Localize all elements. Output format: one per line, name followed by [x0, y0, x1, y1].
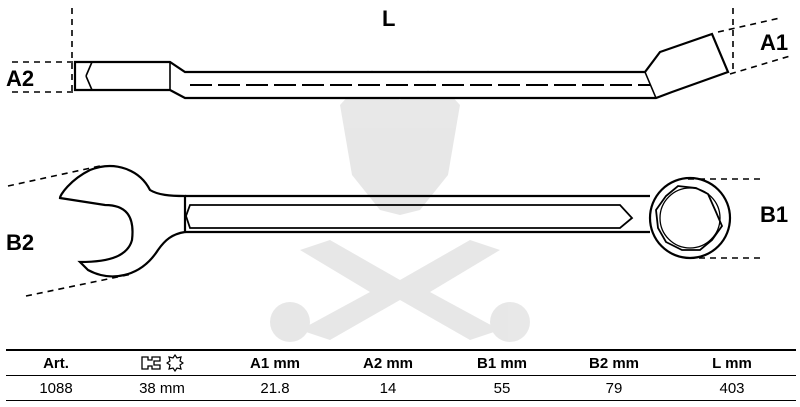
- col-header-art: Art.: [6, 349, 106, 376]
- dim-label-A1: A1: [760, 30, 788, 55]
- dim-label-B1: B1: [760, 202, 788, 227]
- dim-label-B2: B2: [6, 230, 34, 255]
- cell-size: 38 mm: [106, 375, 218, 401]
- wrench-technical-drawing: L A2 A1 B2 B1: [6, 6, 791, 342]
- col-header-a1: A1 mm: [218, 349, 332, 376]
- panther-logo-watermark: [270, 70, 530, 342]
- cell-art: 1088: [6, 375, 106, 401]
- wrench-front-view: [58, 165, 732, 278]
- cell-a1: 21.8: [218, 375, 332, 401]
- col-header-l: L mm: [668, 349, 796, 376]
- dim-label-L: L: [382, 6, 395, 31]
- table-row: 1088 38 mm 21.8 14 55 79 403: [6, 375, 796, 401]
- dimension-lines-top: [12, 8, 791, 96]
- cell-l: 403: [668, 375, 796, 401]
- col-header-b2: B2 mm: [560, 349, 668, 376]
- spec-table-header-row: Art. A1 mm A2 mm B1 mm B2 mm L mm: [6, 349, 796, 376]
- ring-twelve-point-icon: [165, 353, 185, 373]
- dimension-lines-front: [7, 165, 760, 297]
- col-header-b1: B1 mm: [444, 349, 560, 376]
- open-end-wrench-icon: [141, 356, 161, 370]
- spec-table: Art. A1 mm A2 mm B1 mm B2 mm L mm 1088 3…: [6, 349, 796, 401]
- col-header-size: [106, 349, 218, 376]
- col-header-a2: A2 mm: [332, 349, 444, 376]
- cell-a2: 14: [332, 375, 444, 401]
- dim-label-A2: A2: [6, 66, 34, 91]
- wrench-side-view: [73, 32, 730, 100]
- cell-b1: 55: [444, 375, 560, 401]
- cell-b2: 79: [560, 375, 668, 401]
